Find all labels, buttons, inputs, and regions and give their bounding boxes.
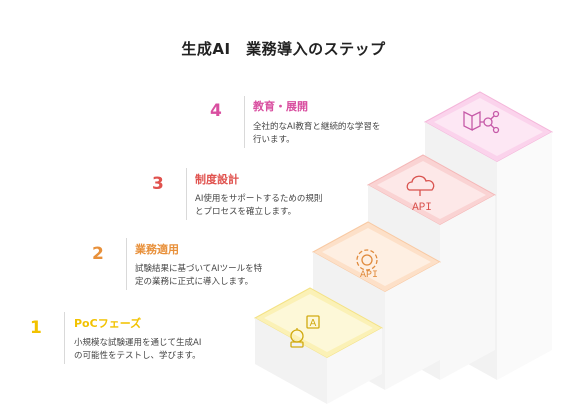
page-title: 生成AI 業務導入のステップ <box>181 40 386 58</box>
gear-api-label: API <box>360 270 378 281</box>
step-4-number: 4 <box>210 101 222 121</box>
step-1-heading: PoCフェーズ <box>74 317 142 330</box>
ai-robot-icon: A <box>290 315 320 348</box>
step-1-divider <box>64 312 65 364</box>
step-3-divider <box>186 168 187 220</box>
step-4-heading: 教育・展開 <box>253 100 308 113</box>
cloud-api-label: API <box>412 202 432 214</box>
step-2-heading: 業務適用 <box>135 243 179 256</box>
step-2-divider <box>126 238 127 290</box>
robot-label: A <box>310 318 317 329</box>
step-2-description: 試験結果に基づいてAIツールを特 定の業務に正式に導入します。 <box>135 264 263 287</box>
cloud-api-icon: API <box>406 175 435 214</box>
step-4-description: 全社的なAI教育と継続的な学習を 行います。 <box>253 122 381 145</box>
step-2-number: 2 <box>92 244 104 264</box>
network-book-icon <box>463 110 500 134</box>
step-3-number: 3 <box>152 174 164 194</box>
step-3-description: AI使用をサポートするための規則 とプロセスを確立します。 <box>195 194 323 217</box>
step-3-heading: 制度設計 <box>195 173 239 186</box>
step-1-description: 小規模な試験運用を通じて生成AI の可能性をテストし、学びます。 <box>74 338 202 361</box>
gear-api-icon: API <box>356 249 378 281</box>
step-4-divider <box>244 96 245 148</box>
step-1-number: 1 <box>30 318 42 338</box>
